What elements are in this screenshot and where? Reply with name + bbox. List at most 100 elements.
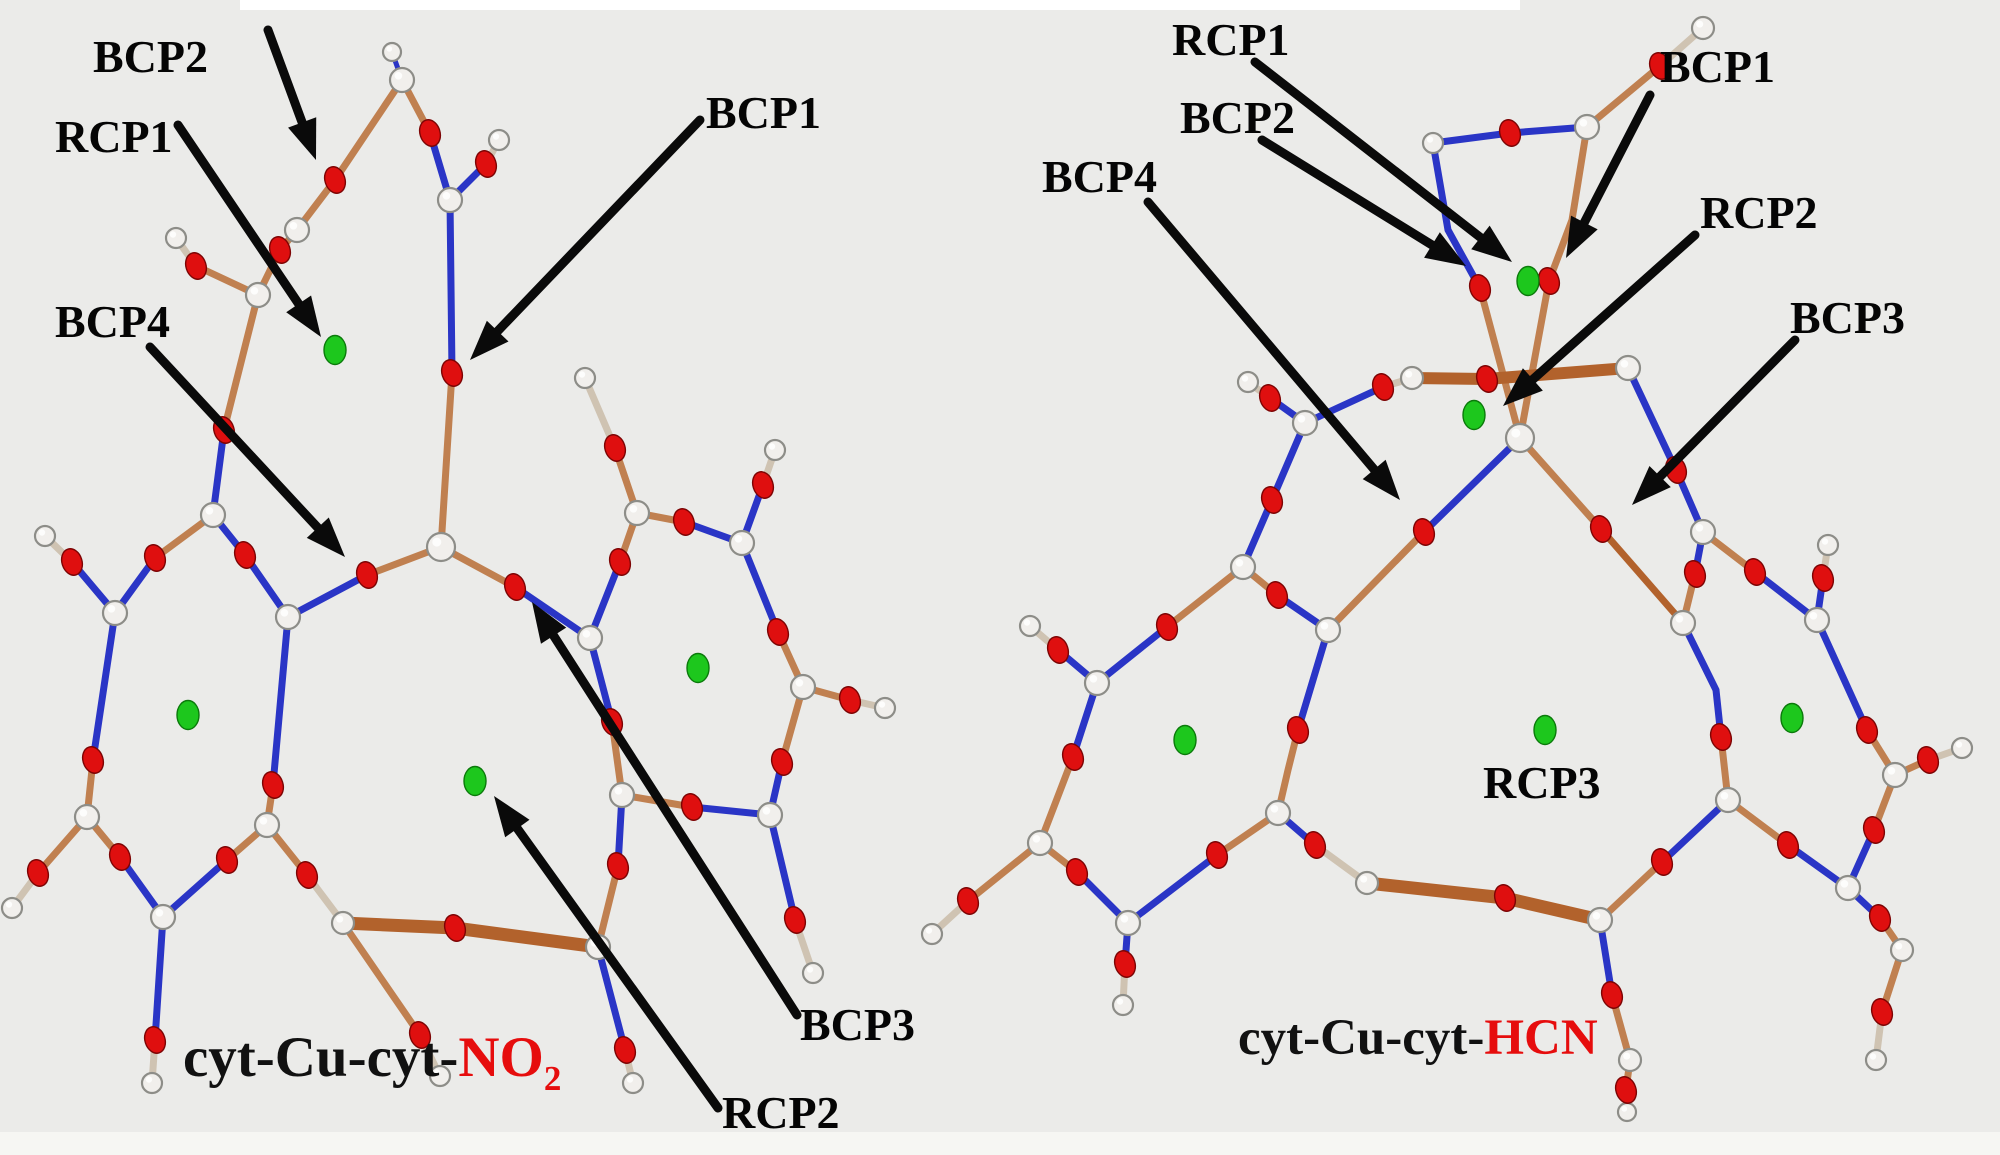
bond-critical-point (1868, 904, 1892, 932)
bond-critical-point (233, 541, 257, 569)
bond-critical-point (1709, 723, 1733, 751)
atom (789, 673, 817, 701)
bond-critical-point (1061, 743, 1085, 771)
atom (1617, 1047, 1643, 1073)
atom (73, 803, 101, 831)
atom (1864, 1048, 1888, 1072)
bond-critical-point (766, 618, 790, 646)
atom-highlight (79, 808, 88, 817)
bond-critical-point (1155, 613, 1179, 641)
bond-critical-point (613, 1036, 637, 1064)
bond-segment (1577, 90, 1655, 233)
arrow-head (1471, 225, 1512, 262)
atom-highlight (878, 701, 886, 708)
atom (1669, 609, 1697, 637)
bond-critical-point (1412, 518, 1436, 546)
cp-label-bcp2: BCP2 (1180, 92, 1295, 143)
bond-critical-point (1468, 274, 1492, 302)
atom-highlight (1887, 766, 1896, 775)
cp-label-rcp2: RCP2 (1700, 187, 1818, 238)
bond-critical-point (81, 746, 105, 774)
atom-highlight (1297, 414, 1306, 423)
critical-points-layer (956, 52, 1940, 1104)
atom-highlight (734, 534, 743, 543)
cp-label-bcp1: BCP1 (706, 87, 821, 138)
atom (1616, 1101, 1638, 1123)
bond-critical-point (838, 686, 862, 714)
bond-segment (284, 571, 371, 621)
atom-highlight (578, 371, 586, 378)
atom-highlight (806, 966, 814, 973)
atom-highlight (169, 231, 177, 238)
bond-critical-point (1743, 558, 1767, 586)
bond-segment (1476, 284, 1524, 442)
atom (1573, 113, 1601, 141)
bond-critical-point (672, 508, 696, 536)
bond-segment (1250, 57, 1490, 246)
bond-segment (586, 634, 616, 726)
bond-segment (738, 539, 782, 636)
bond-segment (766, 811, 799, 924)
atom (801, 961, 825, 985)
atom-highlight (442, 191, 451, 200)
atom-highlight (5, 901, 13, 908)
ring-critical-point (1533, 714, 1557, 746)
atom (436, 186, 464, 214)
ring-critical-point (463, 765, 487, 797)
bond-segment (159, 856, 231, 921)
bond-segment (263, 25, 309, 133)
panel-title: cyt-Cu-cyt-NO2 (183, 1026, 561, 1098)
bond-critical-point (1371, 373, 1395, 401)
bond-segment (1679, 619, 1725, 741)
bond-critical-point (1113, 950, 1137, 978)
atom-highlight (629, 504, 638, 513)
cp-label-rcp2: RCP2 (722, 1087, 840, 1138)
atom-highlight (394, 71, 403, 80)
bond-critical-point (268, 236, 292, 264)
bottom-strip (0, 1132, 2000, 1155)
bond-segment (509, 819, 723, 1113)
bond-segment (1429, 129, 1514, 147)
bond-segment (220, 291, 262, 434)
bond-segment (489, 115, 705, 340)
atom (623, 499, 651, 527)
bond-segment (1294, 626, 1332, 734)
cp-label-bcp3: BCP3 (800, 999, 915, 1050)
atom (1714, 786, 1742, 814)
bond-segment (339, 919, 424, 1039)
atom-highlight (1592, 911, 1601, 920)
bond-segment (1268, 419, 1309, 504)
bond-segment (209, 426, 228, 519)
atom-highlight (1032, 834, 1041, 843)
atom (1236, 370, 1260, 394)
bond-critical-point (1537, 267, 1561, 295)
atom (425, 531, 457, 563)
bond-segment (1651, 335, 1800, 486)
atom-highlight (1579, 118, 1588, 127)
atom (573, 366, 597, 390)
bond-segment (1360, 876, 1512, 905)
bond-segment (511, 583, 594, 642)
atom (1114, 909, 1142, 937)
arrow-head (1503, 368, 1543, 406)
bond-critical-point (1475, 365, 1499, 393)
cp-label-rcp1: RCP1 (1172, 14, 1290, 65)
atom (149, 903, 177, 931)
bond-segment (1406, 372, 1493, 385)
bond-critical-point (1870, 998, 1894, 1026)
atom-highlight (582, 629, 591, 638)
atom (101, 599, 129, 627)
atom (576, 624, 604, 652)
bond-critical-point (680, 793, 704, 821)
bond-critical-point (956, 887, 980, 915)
atom-highlight (1320, 621, 1329, 630)
bond-segment (1624, 364, 1680, 474)
atom-highlight (1809, 611, 1818, 620)
atom-highlight (492, 133, 500, 140)
atom-highlight (386, 45, 393, 52)
cp-label-rcp1: RCP1 (55, 111, 173, 162)
bond-critical-point (1614, 1076, 1638, 1104)
bond-segment (545, 626, 802, 1020)
atom (1291, 409, 1319, 437)
